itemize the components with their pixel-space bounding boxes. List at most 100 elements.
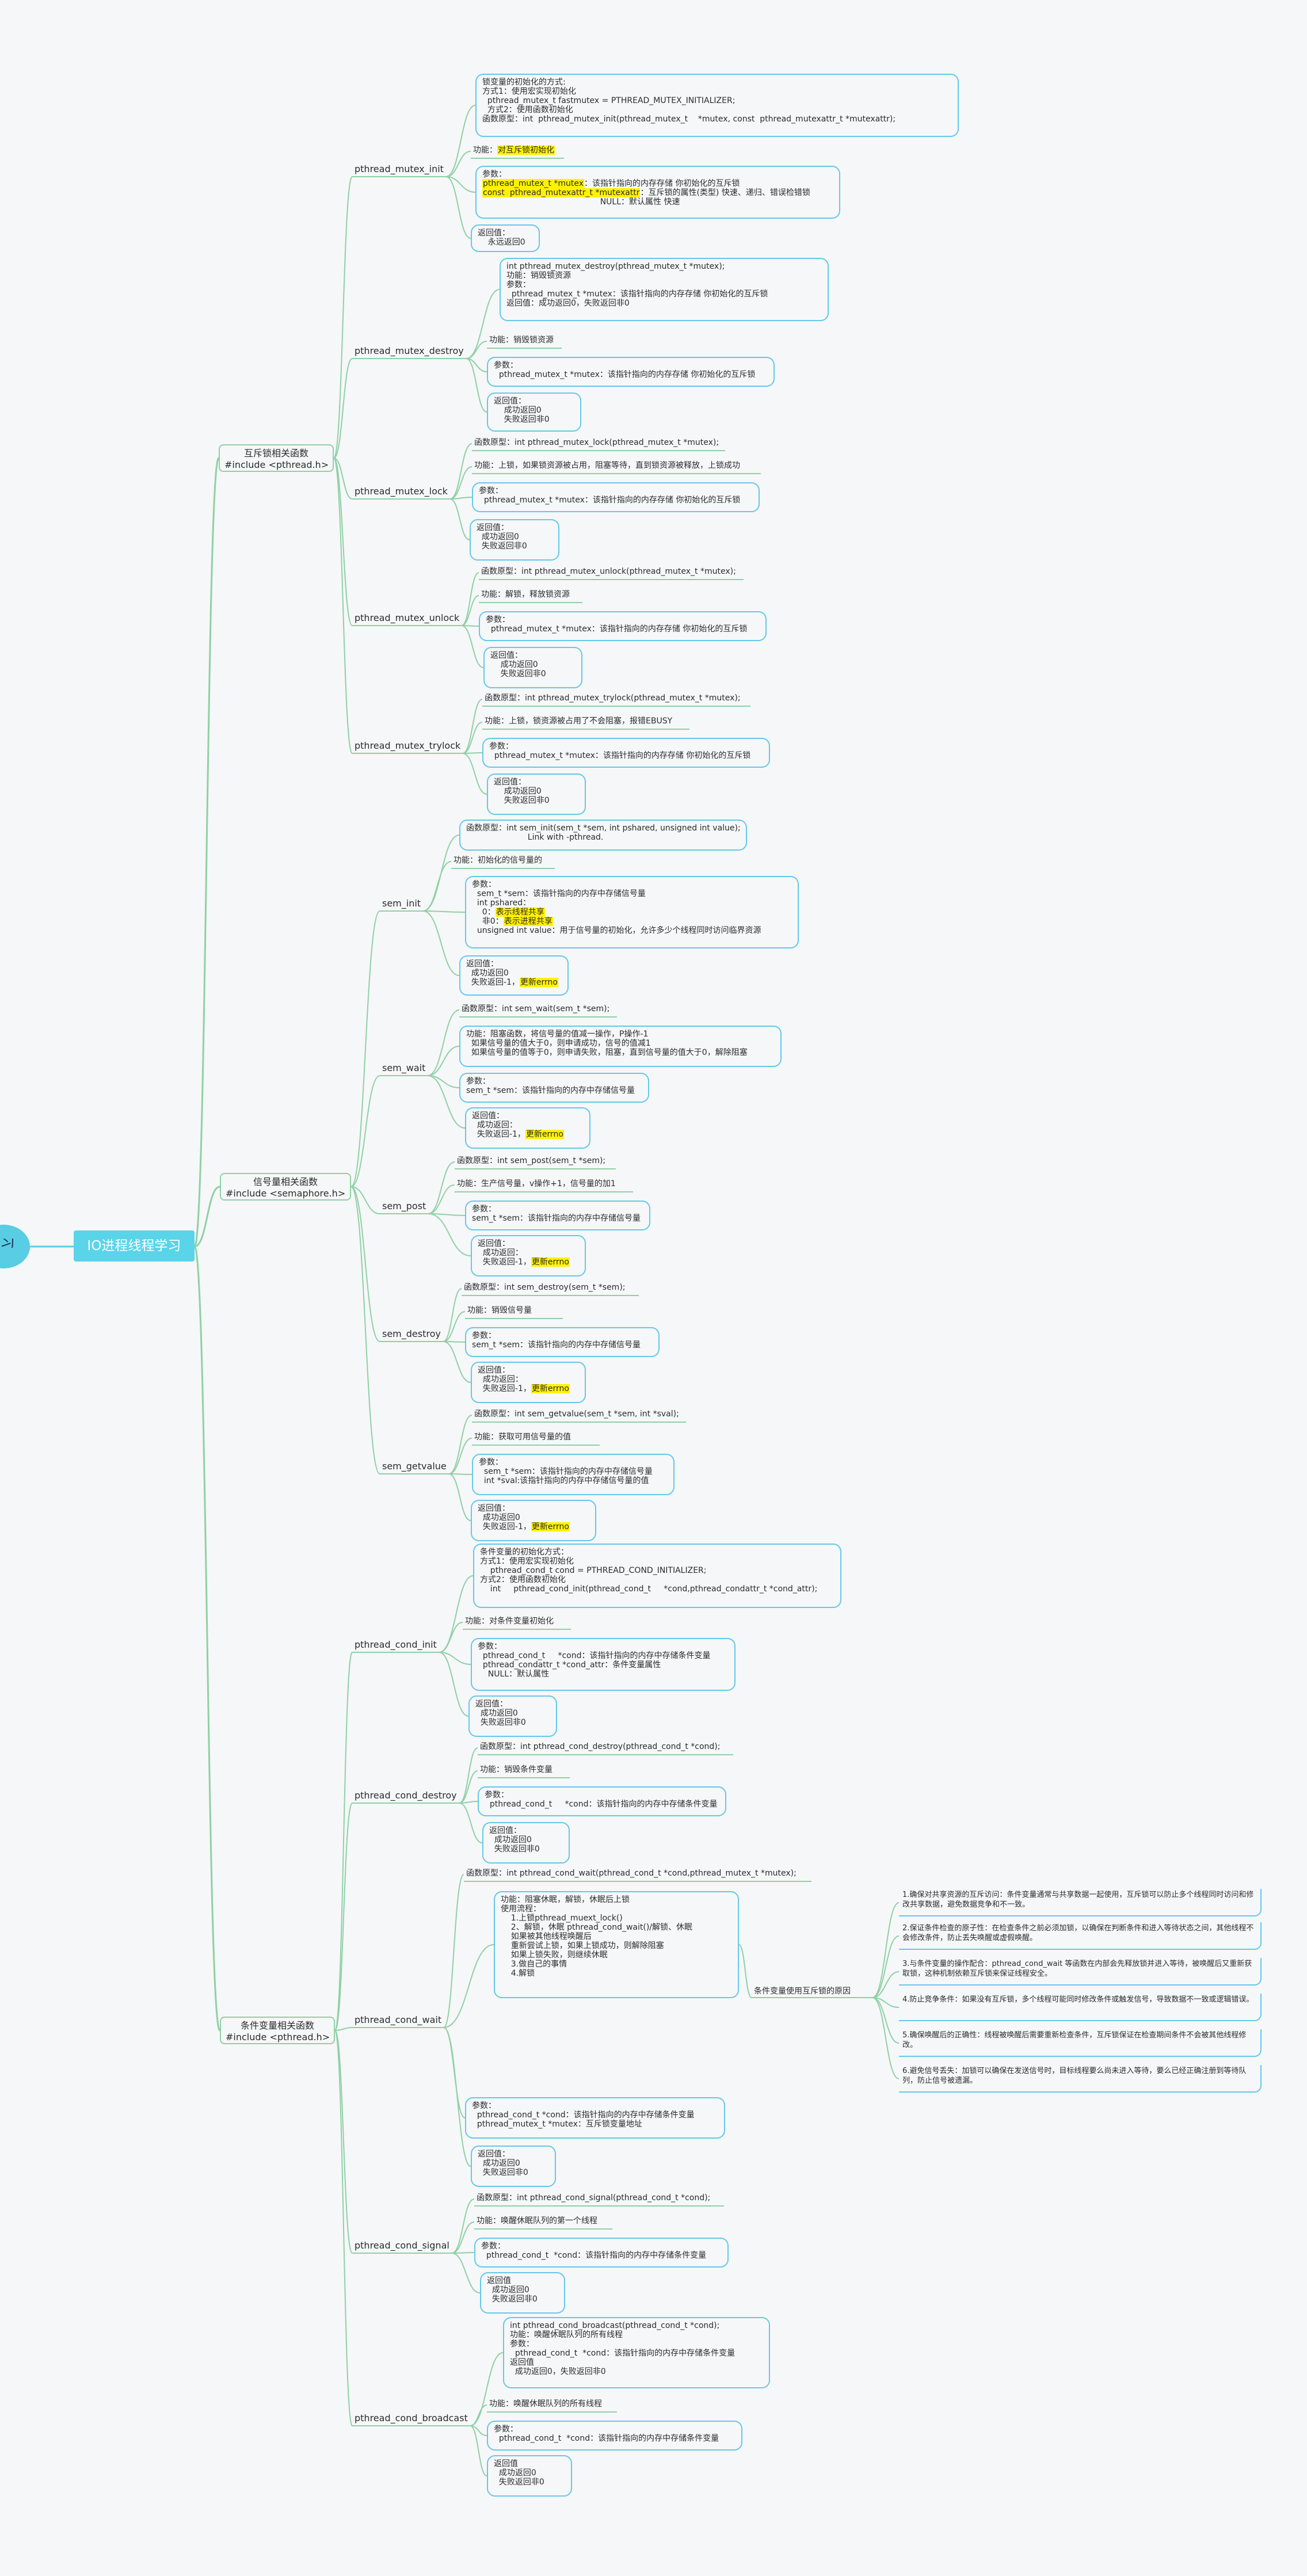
leaf-node[interactable]: 返回值： 成功返回0 失败返回-1，更新errno [459, 955, 569, 996]
leaf-node[interactable]: 返回值 成功返回0 失败返回非0 [487, 2455, 572, 2497]
leaf-node[interactable]: 返回值： 成功返回： 失败返回-1，更新errno [471, 1235, 586, 1276]
func-node-mutex-init[interactable]: pthread_mutex_init [352, 162, 446, 177]
leaf-line: int *sval:该指针指向的内存中存储信号量的值 [479, 1476, 649, 1485]
leaf-line: 功能：销毁锁资源 [506, 271, 571, 280]
leaf-node[interactable]: 函数原型：int pthread_mutex_lock(pthread_mute… [472, 436, 725, 451]
func-node-cond-init[interactable]: pthread_cond_init [352, 1638, 439, 1653]
category-semaphore[interactable]: 信号量相关函数 #include <semaphore.h> [220, 1173, 351, 1201]
highlight: 对互斥锁初始化 [497, 146, 555, 155]
leaf-node[interactable]: 参数： pthread_cond_t *cond：该指针指向的内存中存储条件变量 [487, 2421, 742, 2451]
func-node-sem-destroy[interactable]: sem_destroy [380, 1327, 443, 1342]
func-node-sem-init[interactable]: sem_init [380, 897, 424, 912]
leaf-node[interactable]: 功能：生产信号量，v操作+1，信号量的加1 [455, 1178, 633, 1192]
leaf-node[interactable]: 函数原型：int pthread_cond_wait(pthread_cond_… [464, 1867, 811, 1882]
why-note[interactable]: 2.保证条件检查的原子性：在检查条件之前必须加锁，以确保在判断条件和进入等待状态… [899, 1922, 1262, 1950]
main-topic[interactable]: IO进程线程学习 [74, 1230, 195, 1262]
leaf-node[interactable]: 参数： pthread_cond_t *cond：该指针指向的内存中存储条件变量 [474, 2238, 729, 2268]
leaf-node[interactable]: 返回值： 成功返回： 失败返回-1，更新errno [465, 1107, 590, 1149]
leaf-node[interactable]: 功能：唤醒休眠队列的第一个线程 [474, 2215, 612, 2230]
leaf-node[interactable]: 参数： pthread_mutex_t *mutex：该指针指向的内存存储 你初… [472, 482, 760, 512]
leaf-node[interactable]: 返回值： 成功返回0 失败返回非0 [482, 1822, 570, 1864]
leaf-node[interactable]: 函数原型：int sem_wait(sem_t *sem); [459, 1003, 617, 1018]
leaf-node[interactable]: 锁变量的初始化的方式:方式1：使用宏实现初始化 pthread_mutex_t … [475, 74, 959, 137]
why-note[interactable]: 1.确保对共享资源的互斥访问：条件变量通常与共享数据一起使用，互斥锁可以防止多个… [899, 1889, 1262, 1916]
category-cond[interactable]: 条件变量相关函数 #include <pthread.h> [220, 2017, 335, 2044]
leaf-node[interactable]: 返回值： 成功返回0 失败返回非0 [487, 393, 581, 432]
leaf-node[interactable]: 返回值： 成功返回0 失败返回非0 [483, 647, 582, 688]
leaf-node[interactable]: 函数原型：int sem_init(sem_t *sem, int pshare… [459, 820, 747, 851]
leaf-line: 功能：唤醒休眠队列的所有线程 [510, 2330, 623, 2339]
leaf-node[interactable]: 参数： pthread_cond_t *cond：该指针指向的内存中存储条件变量… [471, 1638, 736, 1691]
leaf-node[interactable]: 函数原型：int pthread_cond_destroy(pthread_co… [478, 1740, 733, 1755]
leaf-node[interactable]: 功能：阻塞函数，将信号量的值减一操作，P操作-1 如果信号量的值大于0，则申请成… [459, 1026, 782, 1067]
leaf-node[interactable]: 函数原型：int sem_getvalue(sem_t *sem, int *s… [472, 1408, 686, 1423]
leaf-node[interactable]: 功能：销毁信号量 [465, 1304, 563, 1319]
leaf-node[interactable]: 功能：对互斥锁初始化 [471, 144, 564, 159]
leaf-node[interactable]: 函数原型：int sem_post(sem_t *sem); [455, 1154, 616, 1169]
leaf-node[interactable]: 参数： sem_t *sem：该指针指向的内存中存储信号量 int pshare… [465, 876, 799, 948]
connector [443, 1874, 464, 2028]
why-note[interactable]: 6.避免信号丢失：加锁可以确保在发送信号时，目标线程要么尚未进入等待，要么已经正… [899, 2065, 1262, 2093]
leaf-node[interactable]: 参数： pthread_cond_t *cond：该指针指向的内存中存储条件变量 [478, 1786, 726, 1816]
leaf-node[interactable]: 函数原型：int pthread_mutex_trylock(pthread_m… [482, 692, 750, 707]
leaf-node[interactable]: 函数原型：int pthread_cond_signal(pthread_con… [474, 2192, 724, 2207]
func-node-sem-wait[interactable]: sem_wait [380, 1061, 428, 1076]
leaf-node[interactable]: 功能：上锁，如果锁资源被占用，阻塞等待，直到锁资源被释放，上锁成功 [472, 459, 761, 474]
category-mutex[interactable]: 互斥锁相关函数 #include <pthread.h> [219, 444, 334, 472]
leaf-line: 失败返回非0 [489, 1845, 540, 1854]
leaf-node[interactable]: 参数： pthread_mutex_t *mutex：该指针指向的内存存储 你初… [487, 357, 775, 387]
leaf-node[interactable]: 返回值 成功返回0 失败返回非0 [480, 2272, 565, 2314]
func-node-sem-getvalue[interactable]: sem_getvalue [380, 1460, 449, 1474]
leaf-line: 参数： [485, 1790, 509, 1800]
leaf-node[interactable]: 返回值： 永远返回0 [471, 224, 540, 252]
leaf-node[interactable]: int pthread_cond_broadcast(pthread_cond_… [503, 2317, 770, 2388]
leaf-node[interactable]: 返回值： 成功返回0 失败返回非0 [471, 2146, 556, 2187]
leaf-node[interactable]: 功能：解锁，释放锁资源 [479, 588, 582, 603]
leaf-node[interactable]: 参数： sem_t *sem：该指针指向的内存中存储信号量 int *sval:… [472, 1454, 675, 1495]
leaf-node[interactable]: 参数：sem_t *sem：该指针指向的内存中存储信号量 [465, 1201, 650, 1230]
leaf-node[interactable]: 功能：初始化的信号量的 [451, 854, 555, 869]
leaf-node[interactable]: 参数：sem_t *sem：该指针指向的内存中存储信号量 [465, 1327, 660, 1357]
leaf-line: 重新尝试上锁，如果上锁成功，则解除阻塞 [501, 1941, 664, 1950]
func-node-cond-destroy[interactable]: pthread_cond_destroy [352, 1789, 459, 1804]
connector [470, 2404, 487, 2426]
leaf-node[interactable]: 返回值： 成功返回： 失败返回-1，更新errno [471, 1362, 586, 1403]
leaf-node[interactable]: 函数原型：int sem_destroy(sem_t *sem); [462, 1281, 639, 1296]
leaf-node[interactable]: 功能：获取可用信号量的值 [472, 1431, 600, 1446]
func-node-sem-post[interactable]: sem_post [380, 1199, 429, 1214]
leaf-node[interactable]: 函数原型：int pthread_mutex_unlock(pthread_mu… [479, 565, 744, 580]
leaf-line: 参数： [479, 1458, 503, 1467]
leaf-node[interactable]: 返回值： 成功返回0 失败返回非0 [468, 1695, 557, 1737]
leaf-node[interactable]: 功能：对条件变量初始化 [463, 1615, 571, 1630]
why-note[interactable]: 3.与条件变量的操作配合：pthread_cond_wait 等函数在内部会先释… [899, 1958, 1262, 1986]
func-node-mutex-destroy[interactable]: pthread_mutex_destroy [352, 344, 466, 359]
leaf-node[interactable]: 参数： pthread_mutex_t *mutex：该指针指向的内存存储 你初… [482, 738, 770, 768]
leaf-node[interactable]: int pthread_mutex_destroy(pthread_mutex_… [500, 258, 829, 321]
func-node-mutex-unlock[interactable]: pthread_mutex_unlock [352, 611, 462, 626]
leaf-node[interactable]: 参数：sem_t *sem：该指针指向的内存中存储信号量 [459, 1073, 649, 1103]
func-node-cond-signal[interactable]: pthread_cond_signal [352, 2239, 452, 2254]
leaf-node[interactable]: 参数： pthread_cond_t *cond：该指针指向的内存中存储条件变量… [465, 2097, 725, 2139]
why-note[interactable]: 5.确保唤醒后的正确性：线程被唤醒后需要重新检查条件，互斥锁保证在检查期间条件不… [899, 2029, 1262, 2057]
leaf-node[interactable]: 功能：唤醒休眠队列的所有线程 [487, 2398, 617, 2413]
why-note[interactable]: 4.防止竞争条件：如果没有互斥锁，多个线程可能同时修改条件或触发信号，导致数据不… [899, 1994, 1262, 2021]
func-node-mutex-lock[interactable]: pthread_mutex_lock [352, 485, 450, 500]
leaf-node[interactable]: 参数： pthread_mutex_t *mutex：该指针指向的内存存储 你初… [479, 611, 767, 641]
why-mutex-label[interactable]: 条件变量使用互斥锁的原因 [752, 1984, 872, 1998]
leaf-node[interactable]: 功能：阻塞休眠，解锁，休眠后上锁使用流程： 1.上锁pthread_muext_… [494, 1891, 739, 1998]
leaf-node[interactable]: 功能：销毁锁资源 [487, 334, 562, 349]
leaf-line: 函数原型：int sem_destroy(sem_t *sem); [464, 1283, 626, 1292]
func-node-mutex-trylock[interactable]: pthread_mutex_trylock [352, 739, 463, 754]
leaf-node[interactable]: 参数：pthread_mutex_t *mutex：该指针指向的内存存储 你初始… [475, 166, 840, 219]
leaf-line: 返回值： [478, 2150, 510, 2159]
leaf-node[interactable]: 返回值： 成功返回0 失败返回非0 [487, 773, 586, 815]
func-node-cond-wait[interactable]: pthread_cond_wait [352, 2013, 444, 2028]
leaf-node[interactable]: 返回值： 成功返回0 失败返回非0 [470, 519, 559, 561]
leaf-node[interactable]: 条件变量的初始化方式：方式1：使用宏实现初始化 pthread_cond_t c… [473, 1544, 841, 1608]
connector [333, 458, 353, 754]
leaf-node[interactable]: 功能：上锁，锁资源被占用了不会阻塞，报错EBUSY [482, 715, 689, 730]
leaf-node[interactable]: 功能：销毁条件变量 [478, 1763, 570, 1778]
leaf-node[interactable]: 返回值： 成功返回0 失败返回-1，更新errno [471, 1500, 596, 1541]
leaf-line: 参数： [510, 2339, 534, 2349]
func-node-cond-broadcast[interactable]: pthread_cond_broadcast [352, 2411, 470, 2426]
